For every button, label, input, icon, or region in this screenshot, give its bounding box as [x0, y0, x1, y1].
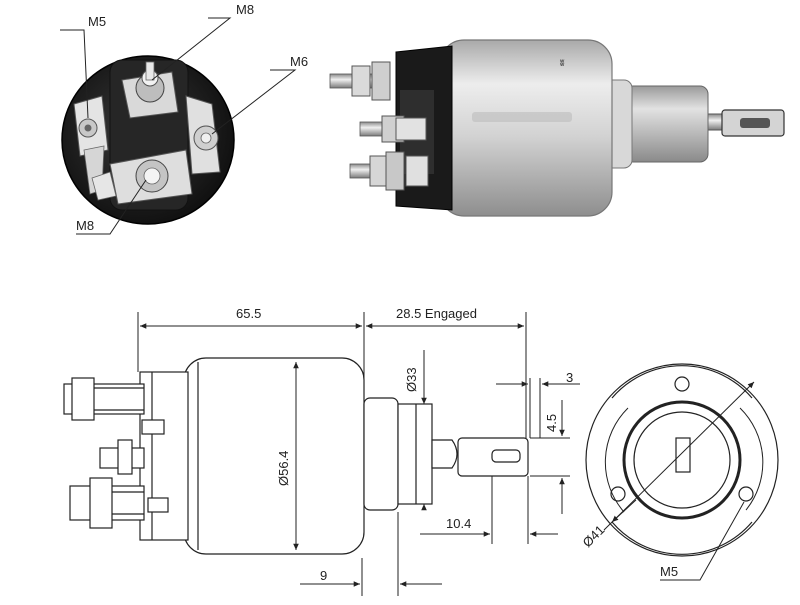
dim-engaged-stroke: 28.5 Engaged: [396, 306, 477, 321]
dim-flange-offset: 9: [320, 568, 327, 583]
terminal-m6: [185, 95, 221, 175]
svg-text:ʬ: ʬ: [560, 58, 565, 68]
dim-body-length: 65.5: [236, 306, 261, 321]
terminal-end-photo: M5 M8 M6 M8: [60, 2, 308, 235]
terminal-m5: [73, 95, 109, 195]
dim-tip-height: 4.5: [544, 414, 559, 432]
callout-m8-bottom: M8: [76, 218, 94, 233]
callout-m6: M6: [290, 54, 308, 69]
solenoid-side-photo: ʬ: [329, 39, 785, 217]
photo-terminal-studs: [329, 61, 429, 191]
dim-tip-length: 10.4: [446, 516, 471, 531]
dim-nose-diameter: Ø33: [404, 367, 419, 392]
callout-m5-top: M5: [88, 14, 106, 29]
side-view-drawing: [63, 357, 529, 555]
plunger-blade: [699, 109, 785, 137]
dimension-lines: [137, 312, 580, 596]
dim-tip-thickness: 3: [566, 370, 573, 385]
terminal-m8-bottom: [91, 149, 193, 205]
front-view-drawing: [585, 363, 779, 581]
callout-mounting-thread: M5: [660, 564, 678, 579]
terminal-m8-top: [121, 61, 179, 119]
dim-body-diameter: Ø56.4: [276, 451, 291, 486]
callout-m8-top: M8: [236, 2, 254, 17]
dim-bolt-circle: Ø41: [580, 522, 608, 550]
